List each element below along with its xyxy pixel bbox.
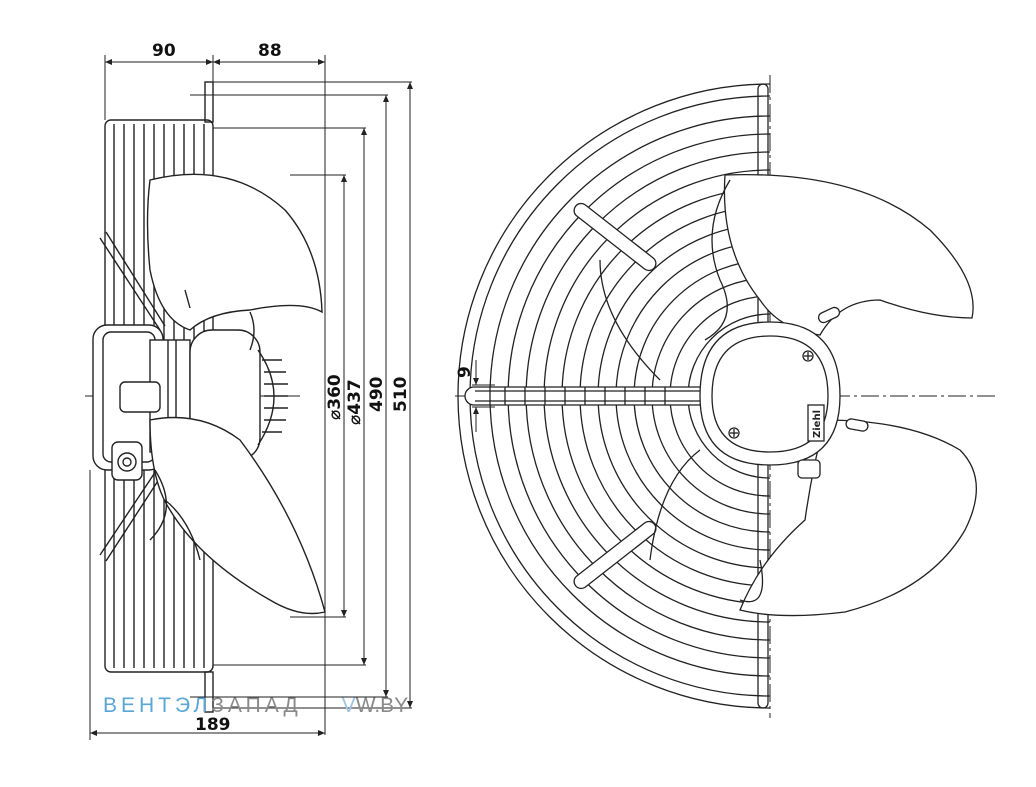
brand-badge-text: Ziehl bbox=[812, 410, 823, 438]
dim-490-label: 490 bbox=[367, 376, 387, 412]
side-blade-upper bbox=[146, 173, 323, 331]
front-hub bbox=[699, 321, 841, 466]
watermark-part-4: W.BY bbox=[355, 694, 409, 717]
front-strut bbox=[464, 386, 711, 406]
front-brand-badge bbox=[807, 404, 825, 442]
dim-510-label: 510 bbox=[391, 376, 411, 412]
front-diagonal-struts bbox=[573, 202, 657, 590]
front-blade-bottom bbox=[739, 419, 977, 617]
dim-90-label: 90 bbox=[152, 41, 176, 61]
dim-88-label: 88 bbox=[258, 41, 282, 61]
front-blade-top bbox=[723, 173, 974, 336]
dim-9-label: 9 bbox=[455, 366, 475, 378]
watermark-part-2: ЗАПАД bbox=[211, 694, 302, 717]
front-view bbox=[455, 75, 995, 718]
dim-189-label: 189 bbox=[195, 715, 231, 735]
dim-360-label: ⌀360 bbox=[325, 374, 345, 420]
side-dimensions bbox=[89, 55, 413, 740]
watermark-part-1: ВЕНТЭЛ bbox=[103, 694, 212, 717]
dim-437-label: ⌀437 bbox=[345, 379, 365, 425]
side-view bbox=[85, 81, 326, 713]
watermark-part-3: V bbox=[341, 694, 356, 717]
side-blade-lower bbox=[149, 416, 326, 615]
watermark: ВЕНТЭЛЗАПАД VW.BY bbox=[103, 694, 408, 718]
